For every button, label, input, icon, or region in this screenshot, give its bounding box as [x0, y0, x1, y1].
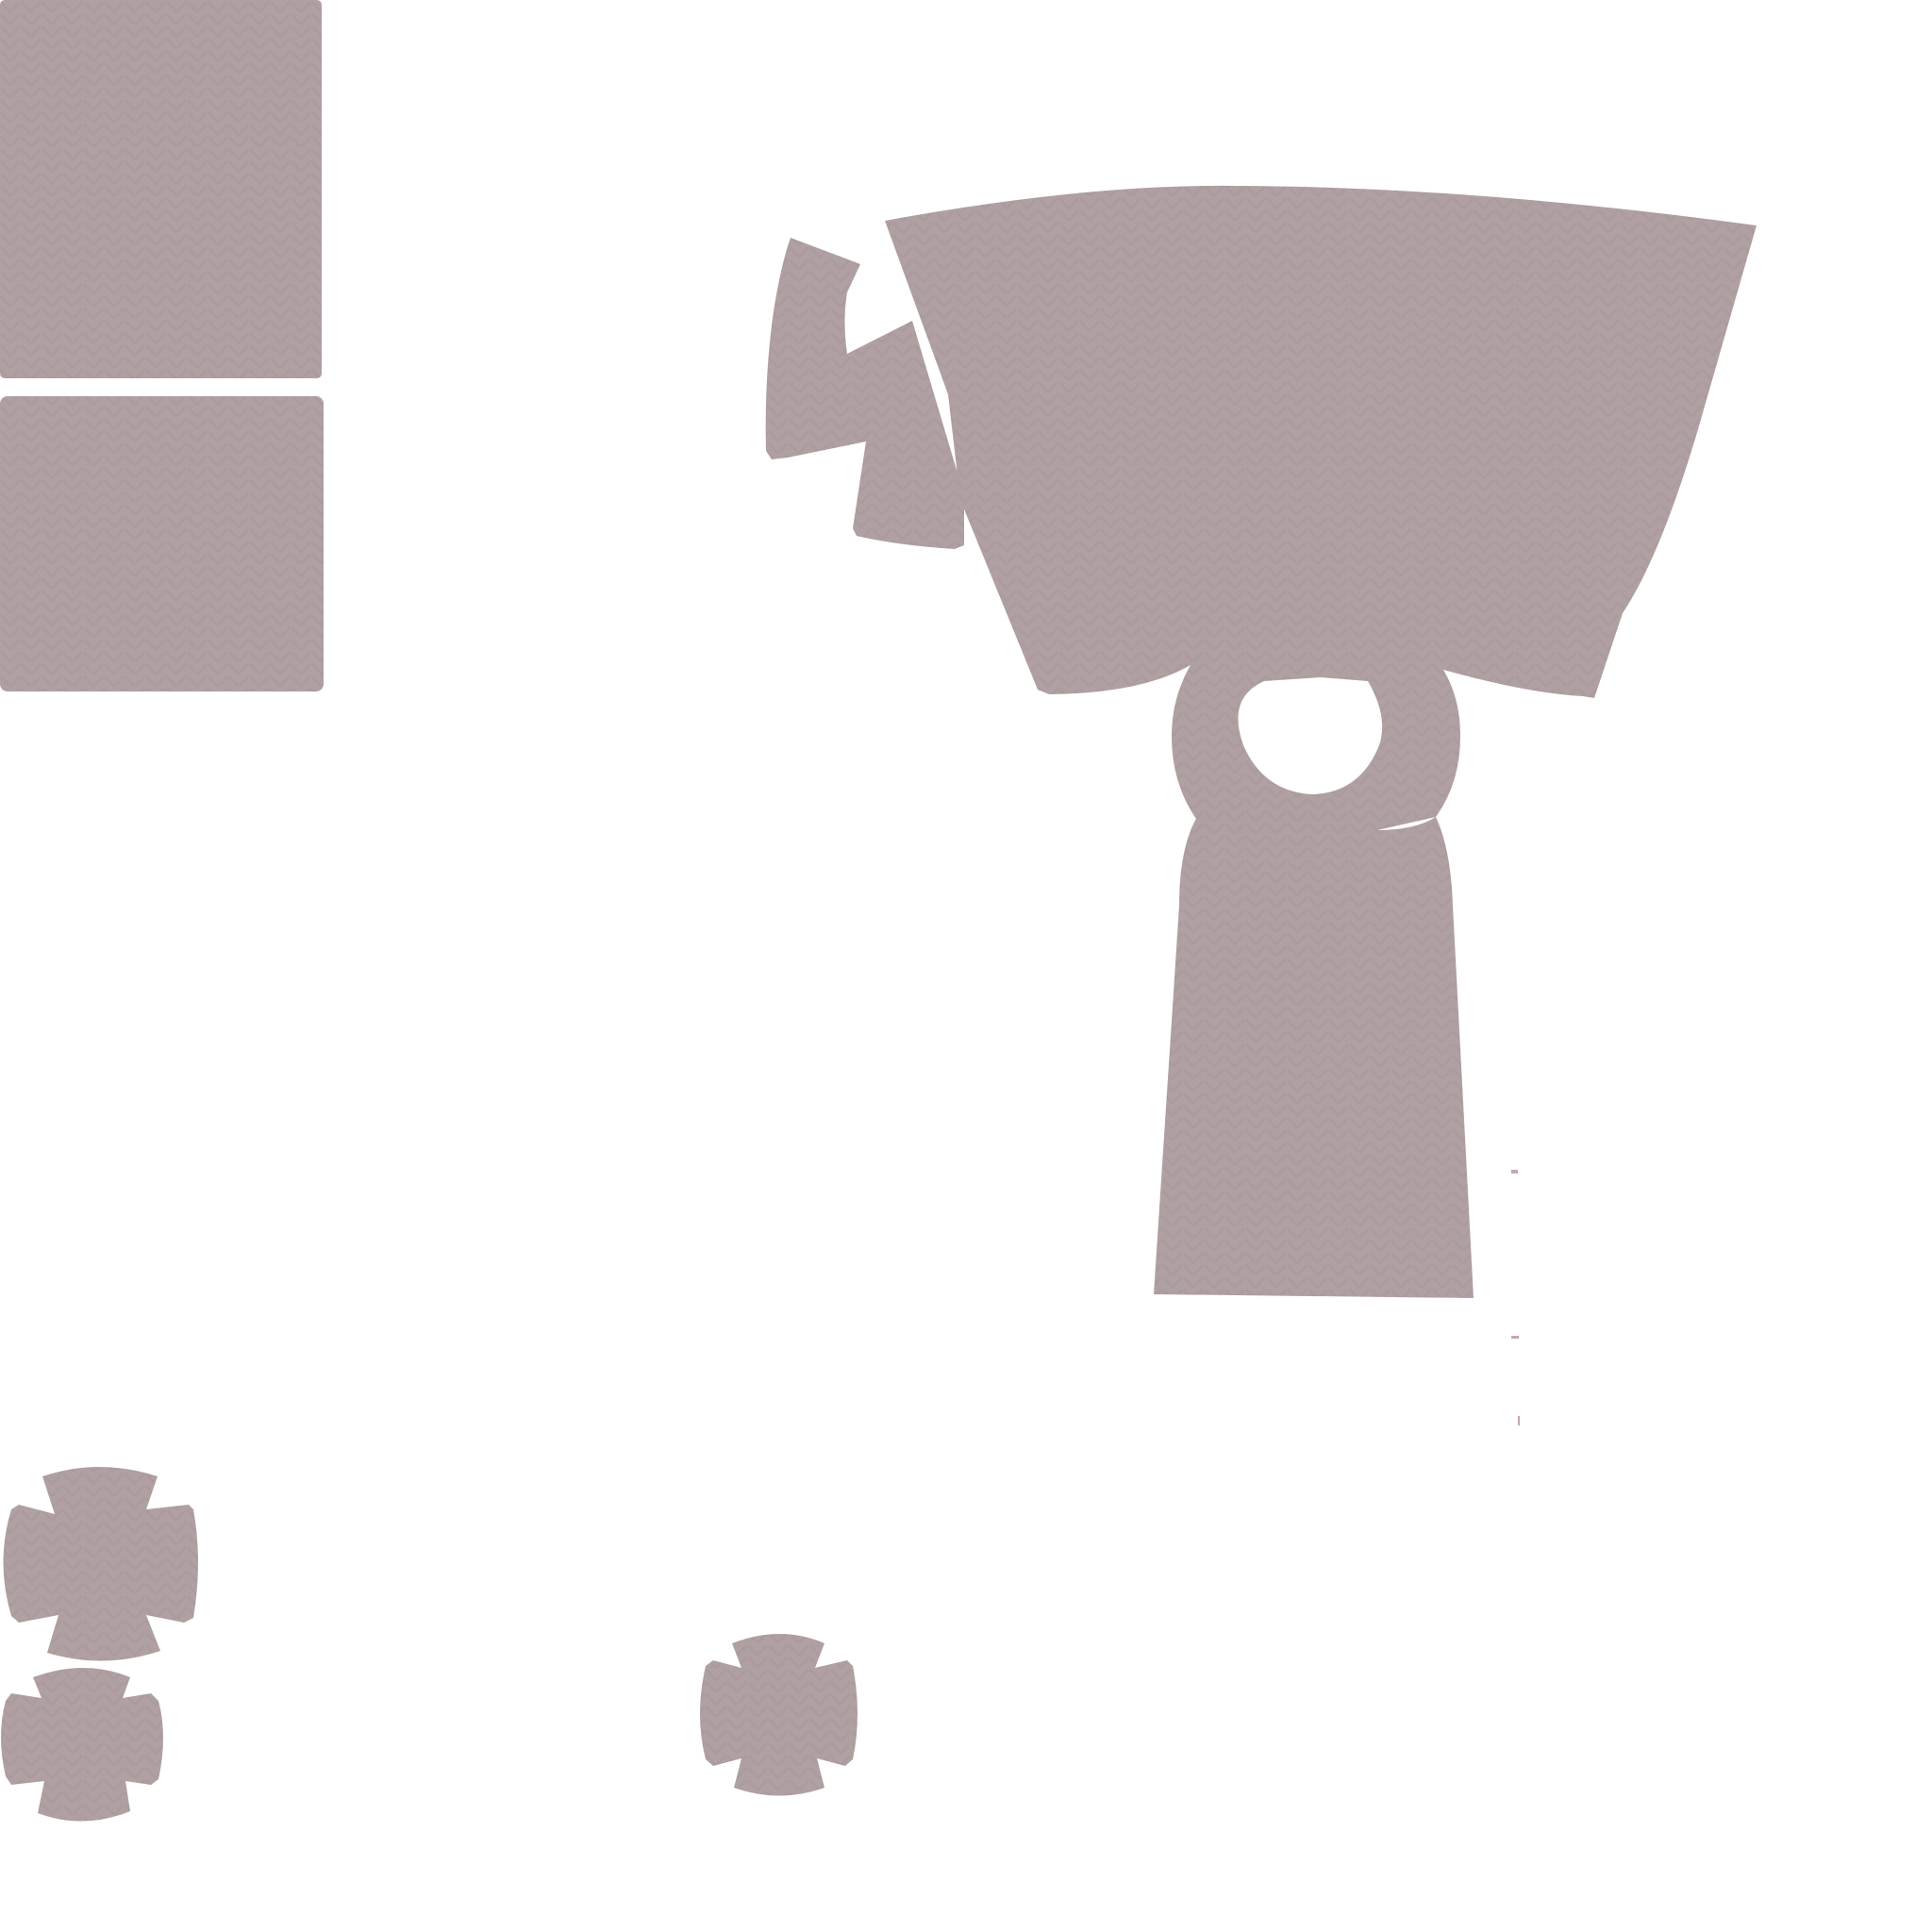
square-panel-left — [0, 396, 324, 691]
clover-patch-center — [700, 1634, 858, 1796]
sweater-body-lower — [1154, 817, 1474, 1298]
speck-1 — [1511, 1170, 1518, 1174]
speck-2 — [1511, 1336, 1519, 1339]
collar-tab — [765, 238, 964, 549]
clover-patch-small — [1, 1668, 163, 1822]
sweater-front-panel — [885, 185, 1757, 830]
speck-3 — [1518, 1416, 1520, 1425]
clover-patch-large — [3, 1467, 198, 1661]
square-panel-top-left — [0, 0, 322, 378]
